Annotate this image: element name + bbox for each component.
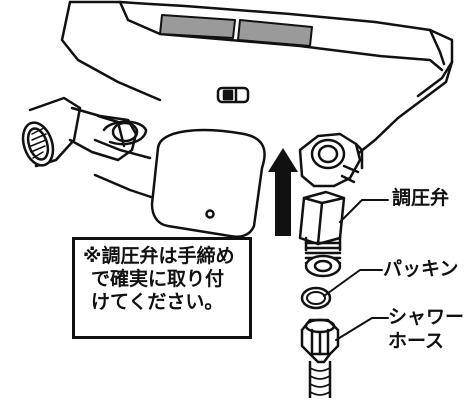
label-shower-hose-line1: シャワー	[388, 306, 465, 328]
shower-hose-leader	[335, 317, 389, 341]
note-line-1: ※調圧弁は手締め	[83, 245, 235, 267]
aerator-head	[21, 96, 82, 168]
label-pressure-valve: 調圧弁	[392, 187, 450, 209]
spout	[68, 106, 148, 162]
shower-hose-nut	[300, 318, 340, 364]
label-packing: パッキン	[383, 258, 459, 280]
top-window-right	[237, 19, 313, 47]
note-line-3: けてください。	[91, 291, 224, 314]
slot-switch	[216, 86, 250, 104]
central-housing	[150, 128, 266, 238]
packing-ring	[300, 286, 332, 310]
arrow-up-icon	[268, 148, 298, 236]
note-line-2: で確実に取り付	[91, 268, 225, 291]
installation-note: ※調圧弁は手締め で確実に取り付 けてください。	[72, 237, 252, 339]
top-window-left	[159, 14, 236, 39]
shower-hose	[308, 360, 332, 400]
label-shower-hose-line2: ホース	[388, 330, 445, 352]
hose-inlet	[298, 132, 364, 188]
pressure-valve-leader	[339, 199, 389, 223]
packing-leader	[323, 269, 383, 297]
pressure-valve-part	[298, 190, 346, 278]
